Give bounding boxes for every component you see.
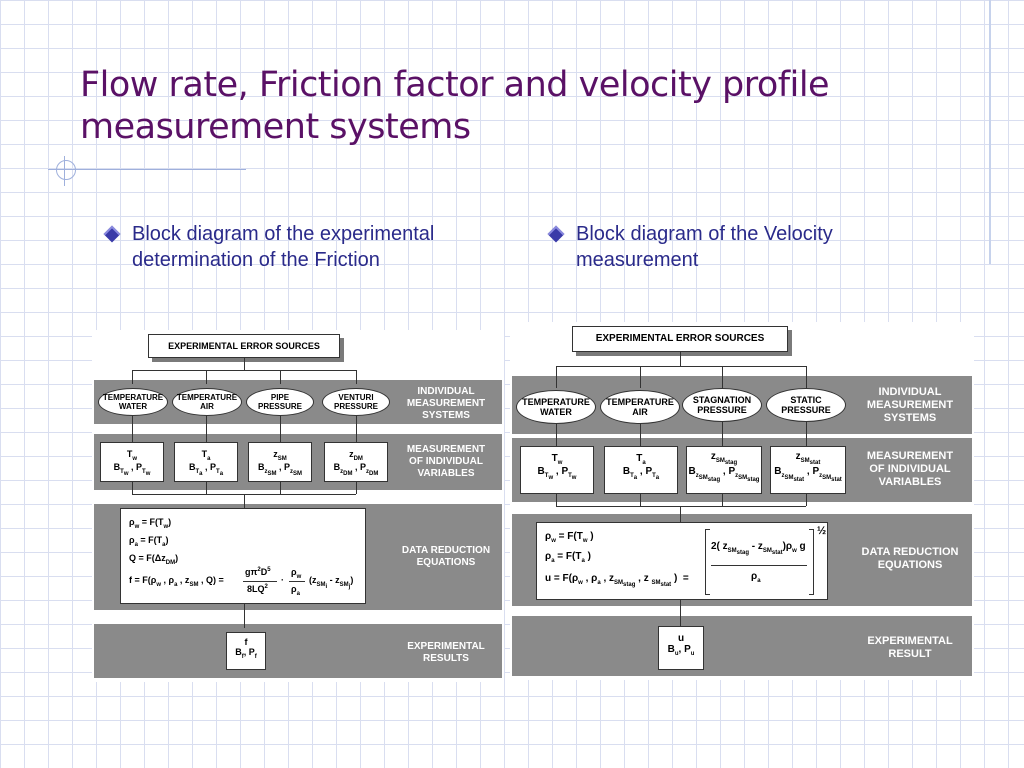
connector: [556, 424, 557, 446]
connector: [640, 494, 641, 506]
left-equations-box: ρw = F(Tw) ρa = F(Ta) Q = F(ΔzDM) f = F(…: [120, 508, 366, 604]
right-equations-box: ρw = F(Tw ) ρa = F(Ta ) u = F(ρw , ρa , …: [536, 522, 828, 600]
connector: [280, 482, 281, 494]
bullet-right: Block diagram of the Velocity measuremen…: [547, 221, 930, 273]
connector: [206, 482, 207, 494]
bracket-left: [705, 529, 710, 530]
connector: [722, 366, 723, 388]
connector: [806, 494, 807, 506]
connector: [556, 506, 806, 507]
decorative-vertical-line: [989, 0, 991, 264]
bullet-left: Block diagram of the experimental determ…: [103, 221, 486, 273]
fraction-bar: [243, 581, 277, 582]
bullet-left-line2: determination of the Friction: [132, 249, 380, 271]
connector: [356, 370, 357, 384]
connector: [280, 416, 281, 442]
connector: [806, 422, 807, 446]
right-var-box-ta: Ta BTa , PTa: [604, 446, 678, 494]
connector: [244, 494, 245, 508]
connector: [722, 494, 723, 506]
connector: [132, 416, 133, 442]
left-var-box-tw: Tw BTw , PTw: [100, 442, 164, 482]
connector: [680, 352, 681, 366]
connector: [356, 416, 357, 442]
connector: [640, 424, 641, 446]
bullet-right-line1: Block diagram of the Velocity: [576, 223, 833, 245]
diamond-bullet-icon: [547, 225, 565, 243]
connector: [556, 366, 557, 388]
left-error-sources-box: EXPERIMENTAL ERROR SOURCES: [148, 334, 340, 358]
connector: [132, 482, 133, 494]
left-result-box: f Bf, Pf: [226, 632, 266, 670]
slide-title: Flow rate, Friction factor and velocity …: [80, 64, 940, 148]
bracket-left: [705, 529, 706, 595]
left-var-box-zsm: zSM BzSM , PzSM: [248, 442, 312, 482]
left-band-res: [94, 624, 502, 678]
fraction-bar: [289, 581, 305, 582]
decorative-circle-icon: [56, 160, 76, 180]
slide-title-line1: Flow rate, Friction factor and velocity …: [80, 65, 830, 105]
connector: [244, 604, 245, 628]
slide-title-line2: measurement systems: [80, 107, 471, 147]
connector: [244, 358, 245, 370]
bullet-left-line1: Block diagram of the experimental: [132, 223, 435, 245]
connector: [556, 494, 557, 506]
bracket-right: [809, 529, 814, 530]
connector: [722, 422, 723, 446]
connector: [356, 482, 357, 494]
connector: [206, 416, 207, 442]
left-var-box-zdm: zDM BzDM , PzDM: [324, 442, 388, 482]
diamond-bullet-icon: [103, 225, 121, 243]
connector: [680, 506, 681, 522]
decorative-crosshair: [64, 156, 65, 186]
connector: [132, 370, 133, 384]
connector: [280, 370, 281, 384]
connector: [806, 366, 807, 388]
decorative-rule: [48, 169, 246, 170]
right-var-box-zsm-stat: zSMstat BzSMstat , PzSMstat: [770, 446, 846, 494]
connector: [556, 366, 806, 367]
right-band-res: [512, 616, 972, 676]
right-result-box: u Bu, Pu: [658, 626, 704, 670]
connector: [206, 370, 207, 384]
right-var-box-zsm-stag: zSMstag BzSMstag , PzSMstag: [686, 446, 762, 494]
connector: [132, 370, 356, 371]
bullet-right-line2: measurement: [576, 249, 699, 271]
right-error-sources-box: EXPERIMENTAL ERROR SOURCES: [572, 326, 788, 352]
bracket-right: [809, 594, 814, 595]
fraction-bar: [711, 565, 807, 566]
right-var-box-tw: Tw BTw , PTw: [520, 446, 594, 494]
bracket-left: [705, 594, 710, 595]
connector: [640, 366, 641, 388]
connector: [680, 600, 681, 626]
left-var-box-ta: Ta BTa , PTa: [174, 442, 238, 482]
bracket-right: [813, 529, 814, 595]
